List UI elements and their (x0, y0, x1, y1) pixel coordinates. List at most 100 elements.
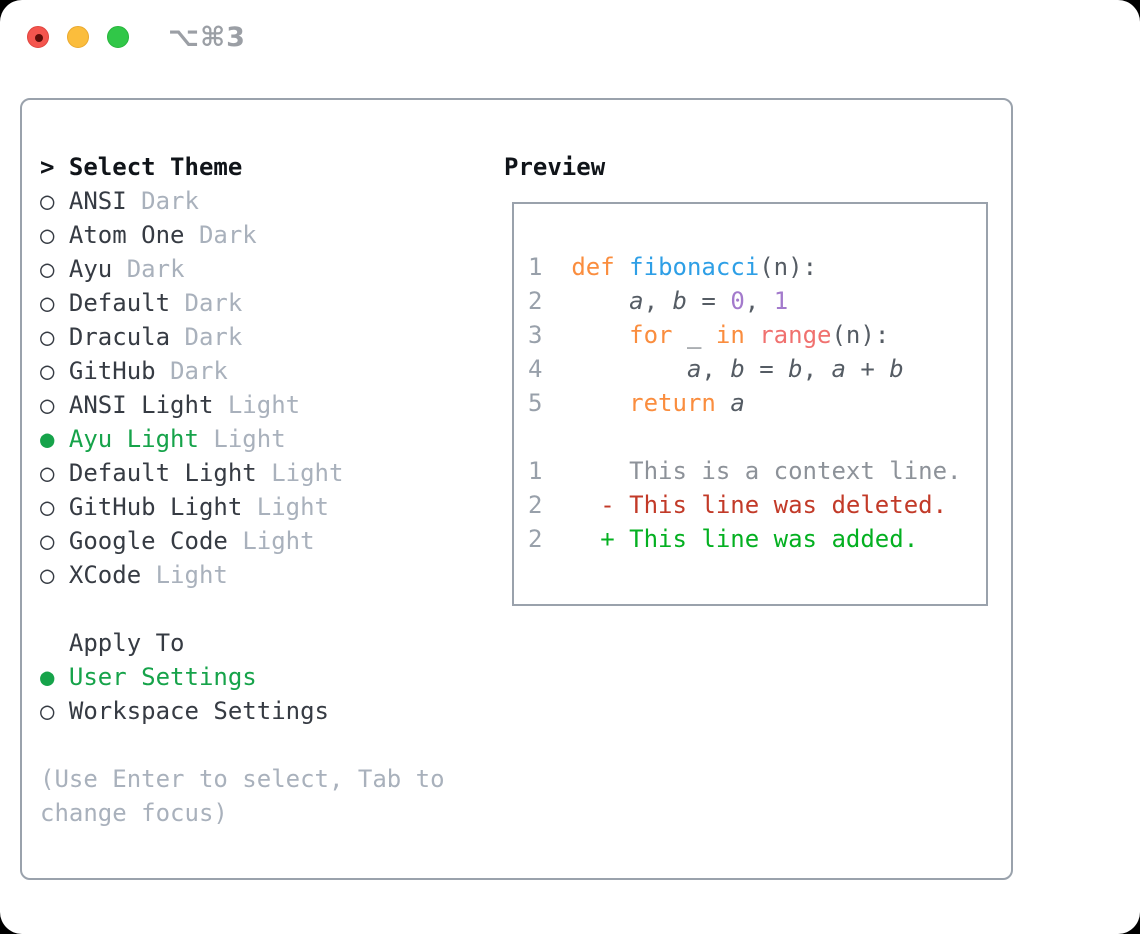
radio-icon: ○ (40, 493, 55, 521)
theme-variant: Dark (170, 357, 228, 385)
line-number: 1 (528, 253, 543, 281)
unsaved-dot-icon (35, 34, 43, 42)
code-token: , (744, 287, 774, 315)
theme-variant: Light (242, 527, 315, 555)
code-token: for (629, 321, 673, 349)
code-token: (n): (831, 321, 890, 349)
window-title: ⌥⌘3 (168, 22, 246, 53)
code-token (571, 389, 629, 417)
diff-text: This is a context line. (629, 457, 962, 485)
code-token: b (889, 355, 904, 383)
preview-section: Preview 1 def fibonacci(n):2 a, b = 0, 1… (504, 150, 993, 878)
theme-option-default[interactable]: ○ Default Dark (40, 286, 504, 320)
apply-option-user-settings[interactable]: ● User Settings (40, 660, 504, 694)
code-token: b (672, 287, 687, 315)
code-token: a (831, 355, 846, 383)
spacer (40, 728, 504, 762)
code-token: 0 (730, 287, 745, 315)
code-line: 1 def fibonacci(n): (528, 250, 986, 284)
hint-text-line2: change focus) (40, 799, 228, 827)
code-token: 1 (773, 287, 789, 315)
theme-list-section: > Select Theme ○ ANSI Dark○ Atom One Dar… (40, 150, 504, 878)
theme-variant: Dark (184, 289, 243, 317)
code-token: = (744, 355, 789, 383)
theme-variant: Dark (141, 187, 199, 215)
radio-icon: ○ (40, 221, 55, 249)
theme-option-ayu[interactable]: ○ Ayu Dark (40, 252, 504, 286)
theme-name: Ayu Light (68, 425, 199, 453)
theme-name: Atom One (68, 221, 185, 249)
theme-name: Dracula (68, 323, 171, 351)
code-token (745, 321, 759, 349)
theme-option-ansi-light[interactable]: ○ ANSI Light Light (40, 388, 504, 422)
radio-icon: ○ (40, 289, 55, 317)
apply-to-header: Apply To (40, 626, 504, 660)
line-number: 5 (528, 389, 543, 417)
theme-option-default-light[interactable]: ○ Default Light Light (40, 456, 504, 490)
theme-option-ayu-light[interactable]: ● Ayu Light Light (40, 422, 504, 456)
radio-icon: ○ (40, 391, 55, 419)
theme-picker-panel: > Select Theme ○ ANSI Dark○ Atom One Dar… (20, 98, 1013, 880)
theme-variant: Dark (126, 255, 185, 283)
code-line: 2 a, b = 0, 1 (528, 284, 986, 318)
code-token: , (701, 355, 731, 383)
theme-name: ANSI Light (68, 391, 214, 419)
code-token: in (715, 321, 745, 349)
apply-option-label: Workspace Settings (68, 697, 329, 725)
code-token (571, 321, 629, 349)
code-token: fibonacci (629, 253, 760, 281)
minimize-button[interactable] (67, 26, 89, 48)
theme-option-ansi[interactable]: ○ ANSI Dark (40, 184, 504, 218)
code-token (571, 287, 629, 315)
apply-option-workspace-settings[interactable]: ○ Workspace Settings (40, 694, 504, 728)
close-button[interactable] (27, 26, 49, 48)
maximize-button[interactable] (107, 26, 129, 48)
code-token: _ (672, 321, 716, 349)
theme-list: ○ ANSI Dark○ Atom One Dark○ Ayu Dark○ De… (40, 184, 504, 592)
apply-to-header-label: Apply To (68, 629, 185, 657)
theme-option-github[interactable]: ○ GitHub Dark (40, 354, 504, 388)
theme-option-atom-one[interactable]: ○ Atom One Dark (40, 218, 504, 252)
diff-line-context: 1 This is a context line. (528, 454, 986, 488)
code-token (716, 389, 730, 417)
radio-icon: ○ (40, 459, 55, 487)
code-token (571, 355, 687, 383)
theme-name: GitHub (68, 357, 156, 385)
radio-icon: ○ (40, 561, 55, 589)
hint-text-line1: (Use Enter to select, Tab to (40, 765, 445, 793)
theme-variant: Light (256, 493, 329, 521)
diff-line-added: 2 + This line was added. (528, 522, 986, 556)
select-theme-header-label: Select Theme (68, 153, 243, 181)
theme-option-dracula[interactable]: ○ Dracula Dark (40, 320, 504, 354)
code-token: a (629, 287, 644, 315)
theme-name: XCode (68, 561, 142, 589)
line-number: 2 (528, 491, 543, 519)
minus-marker-icon: - (600, 491, 615, 519)
plus-marker-icon: + (600, 525, 615, 553)
code-token: (n): (759, 253, 818, 281)
theme-variant: Dark (184, 323, 243, 351)
radio-icon: ○ (40, 323, 55, 351)
theme-name: Default Light (68, 459, 257, 487)
theme-variant: Light (227, 391, 301, 419)
blank-line (528, 420, 986, 454)
code-line: 4 a, b = b, a + b (528, 352, 986, 386)
code-line: 3 for _ in range(n): (528, 318, 986, 352)
radio-icon: ○ (40, 527, 55, 555)
theme-option-github-light[interactable]: ○ GitHub Light Light (40, 490, 504, 524)
line-number: 1 (528, 457, 543, 485)
code-token (615, 253, 629, 281)
line-number: 3 (528, 321, 543, 349)
line-number: 2 (528, 287, 543, 315)
line-number: 4 (528, 355, 543, 383)
code-line: 5 return a (528, 386, 986, 420)
code-token: a (730, 389, 745, 417)
theme-variant: Dark (198, 221, 257, 249)
theme-name: Google Code (68, 527, 228, 555)
code-token: , (802, 355, 832, 383)
theme-option-google-code[interactable]: ○ Google Code Light (40, 524, 504, 558)
theme-option-xcode[interactable]: ○ XCode Light (40, 558, 504, 592)
prompt-caret-icon: > (40, 153, 55, 181)
